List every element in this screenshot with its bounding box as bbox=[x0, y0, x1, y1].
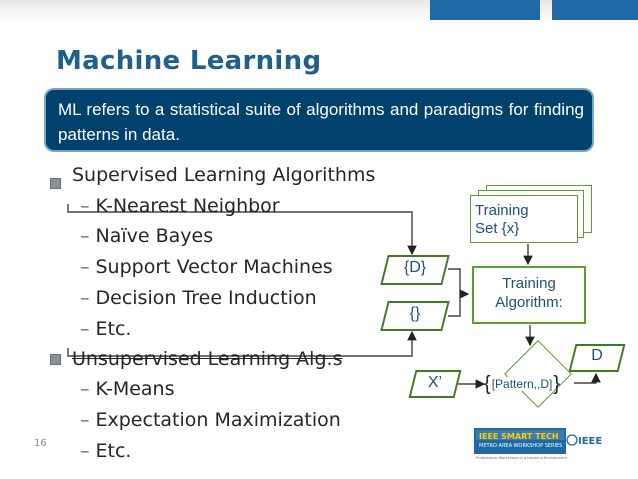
svg-text:IEEE SMART TECH: IEEE SMART TECH bbox=[479, 432, 559, 441]
top-accent-bar bbox=[552, 0, 638, 20]
output-d-label: D bbox=[591, 347, 603, 364]
svg-text:IEEE: IEEE bbox=[578, 436, 602, 447]
svg-text:METRO AREA WORKSHOP SERIES: METRO AREA WORKSHOP SERIES bbox=[479, 443, 562, 449]
list-item: –Decision Tree Induction bbox=[80, 287, 317, 309]
list-item: –Naïve Bayes bbox=[80, 225, 214, 247]
top-accent-bar bbox=[430, 0, 540, 20]
bullet-supervised: Supervised Learning Algorithms bbox=[72, 164, 376, 186]
connector-line bbox=[67, 330, 417, 357]
page-number: 16 bbox=[34, 438, 47, 449]
list-item: –K-Means bbox=[80, 378, 175, 400]
algorithm-label: Training bbox=[502, 275, 556, 292]
algorithm-sublabel: Algorithm: bbox=[495, 294, 563, 311]
ieee-smarttech-logo: IEEE SMART TECH METRO AREA WORKSHOP SERI… bbox=[474, 426, 618, 462]
connector-line bbox=[448, 268, 468, 295]
list-item: –Etc. bbox=[80, 440, 132, 462]
bullet-unsupervised: Unsupervised Learning Alg.s bbox=[72, 348, 343, 370]
x-prime-label: X’ bbox=[427, 374, 443, 391]
svg-text:Professional Workshops in a Le: Professional Workshops in a Learning Env… bbox=[476, 456, 568, 460]
training-set-sublabel: Set {x} bbox=[475, 220, 520, 237]
list-item: –Expectation Maximization bbox=[80, 409, 341, 431]
slide-title: Machine Learning bbox=[56, 46, 322, 76]
connector-line bbox=[67, 204, 417, 256]
training-set-doc: Training Set {x} bbox=[470, 195, 578, 243]
training-set-label: Training bbox=[475, 202, 529, 219]
list-item: –Support Vector Machines bbox=[80, 256, 333, 278]
definition-callout: ML refers to a statistical suite of algo… bbox=[44, 88, 594, 152]
logo-graphic: IEEE SMART TECH METRO AREA WORKSHOP SERI… bbox=[474, 428, 602, 460]
connector-line bbox=[448, 289, 470, 317]
list-item: –Etc. bbox=[80, 318, 132, 340]
callout-text: ML refers to a statistical suite of algo… bbox=[58, 100, 584, 144]
training-algorithm-box: Training Algorithm: bbox=[472, 266, 586, 324]
bullet-square-icon bbox=[50, 354, 61, 365]
data-input-label: {D} bbox=[403, 259, 427, 276]
bullet-square-icon bbox=[50, 178, 61, 189]
pattern-label: { [Pattern,,D] } bbox=[484, 372, 561, 395]
empty-input-label: {} bbox=[409, 305, 421, 322]
connector-line bbox=[574, 372, 601, 384]
